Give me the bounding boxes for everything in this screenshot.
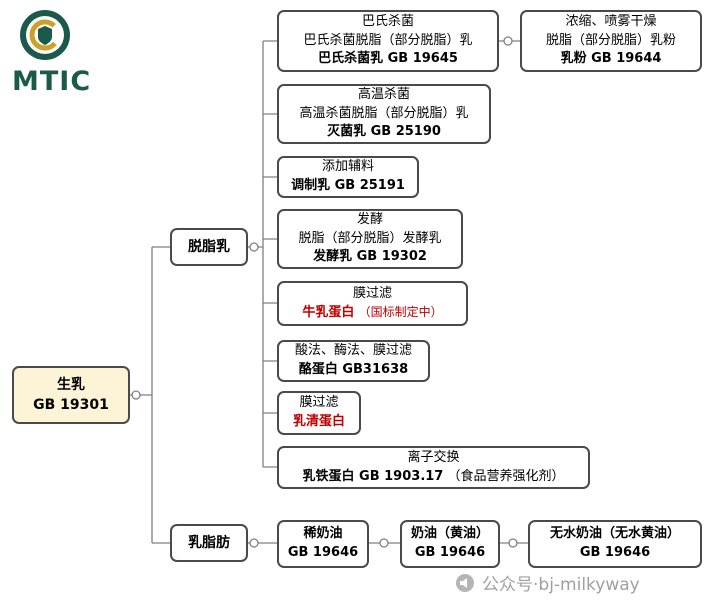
product-name: 无水奶油（无水黄油） — [549, 526, 680, 542]
product-name: 乳清蛋白 — [292, 414, 345, 429]
junction-dot — [503, 36, 513, 46]
process-label: 添加辅料 — [321, 159, 374, 175]
standard-label: 巴氏杀菌乳 GB 19645 — [318, 51, 458, 67]
process-label: 发酵 — [356, 211, 383, 227]
standard-label: 调制乳 GB 25191 — [291, 178, 405, 193]
node-raw-milk: 生乳 GB 19301 — [12, 366, 130, 424]
skim-branch-lines — [248, 40, 277, 468]
root-branch-line — [130, 246, 170, 544]
product-desc: 巴氏杀菌脱脂（部分脱脂）乳 — [303, 32, 473, 48]
usage-note: （食品营养强化剂） — [447, 468, 565, 484]
standard-line: 乳铁蛋白 GB 1903.17 （食品营养强化剂） — [303, 468, 565, 487]
junction-dot — [379, 538, 389, 548]
product-desc: 脱脂（部分脱脂）发酵乳 — [298, 230, 442, 246]
standard-label: GB 19646 — [579, 545, 651, 560]
standard-label: GB 19646 — [414, 545, 486, 560]
product-name-line: 牛乳蛋白 （国标制定中） — [302, 304, 442, 323]
node-anhydrous-butter: 无水奶油（无水黄油） GB 19646 — [528, 520, 702, 568]
node-cream: 稀奶油 GB 19646 — [277, 520, 369, 568]
product-desc: 脱脂（部分脱脂）乳粉 — [545, 32, 676, 48]
mtic-logo: MTIC — [12, 8, 91, 97]
mtic-wordmark: MTIC — [12, 66, 92, 97]
junction-dot — [249, 242, 259, 252]
mtic-emblem-icon — [20, 10, 70, 60]
node-casein: 酸法、酶法、膜过滤 酪蛋白 GB31638 — [277, 340, 430, 382]
junction-dot — [131, 390, 141, 400]
process-label: 离子交换 — [407, 449, 460, 465]
process-label: 浓缩、喷雾干燥 — [565, 13, 657, 29]
node-whey-protein: 膜过滤 乳清蛋白 — [277, 391, 361, 435]
junction-dot — [249, 538, 259, 548]
status-note: （国标制定中） — [358, 304, 443, 319]
node-title: 乳脂肪 — [188, 534, 230, 551]
node-milk-fat-branch: 乳脂肪 — [170, 524, 248, 562]
node-title: 生乳 — [57, 376, 85, 393]
process-label: 巴氏杀菌 — [361, 13, 414, 29]
node-lactoferrin: 离子交换 乳铁蛋白 GB 1903.17 （食品营养强化剂） — [277, 446, 590, 489]
product-name: 稀奶油 — [303, 526, 343, 542]
product-name: 牛乳蛋白 — [302, 304, 355, 320]
standard-label: GB 19646 — [287, 545, 359, 560]
watermark-text: 公众号·bj-milkyway — [482, 575, 640, 595]
product-name: 奶油（黄油） — [410, 526, 489, 542]
megaphone-icon — [456, 573, 474, 592]
node-sterilized-milk: 高温杀菌 高温杀菌脱脂（部分脱脂）乳 灭菌乳 GB 25190 — [277, 84, 491, 144]
standard-label: 乳粉 GB 19644 — [560, 51, 662, 67]
standard-label: 酪蛋白 GB31638 — [298, 362, 409, 377]
node-fermented-milk: 发酵 脱脂（部分脱脂）发酵乳 发酵乳 GB 19302 — [277, 209, 463, 269]
node-title: 脱脂乳 — [188, 238, 230, 255]
node-standard: GB 19301 — [33, 397, 109, 413]
node-butter: 奶油（黄油） GB 19646 — [400, 520, 500, 568]
node-milk-protein: 膜过滤 牛乳蛋白 （国标制定中） — [277, 281, 468, 326]
node-skim-milk-branch: 脱脂乳 — [170, 228, 248, 266]
node-modified-milk: 添加辅料 调制乳 GB 25191 — [277, 156, 419, 198]
product-desc: 高温杀菌脱脂（部分脱脂）乳 — [299, 105, 469, 121]
node-milk-powder: 浓缩、喷雾干燥 脱脂（部分脱脂）乳粉 乳粉 GB 19644 — [520, 10, 702, 72]
process-label: 膜过滤 — [299, 395, 339, 411]
standard-label: 灭菌乳 GB 25190 — [327, 124, 441, 140]
junction-dot — [508, 538, 518, 548]
process-label: 膜过滤 — [352, 285, 392, 301]
node-pasteurized-milk: 巴氏杀菌 巴氏杀菌脱脂（部分脱脂）乳 巴氏杀菌乳 GB 19645 — [277, 10, 499, 72]
process-label: 高温杀菌 — [357, 86, 410, 102]
standard-label: 乳铁蛋白 GB 1903.17 — [302, 468, 444, 484]
process-label: 酸法、酶法、膜过滤 — [294, 343, 412, 359]
standard-label: 发酵乳 GB 19302 — [313, 249, 427, 265]
watermark: 公众号·bj-milkyway — [455, 570, 640, 595]
